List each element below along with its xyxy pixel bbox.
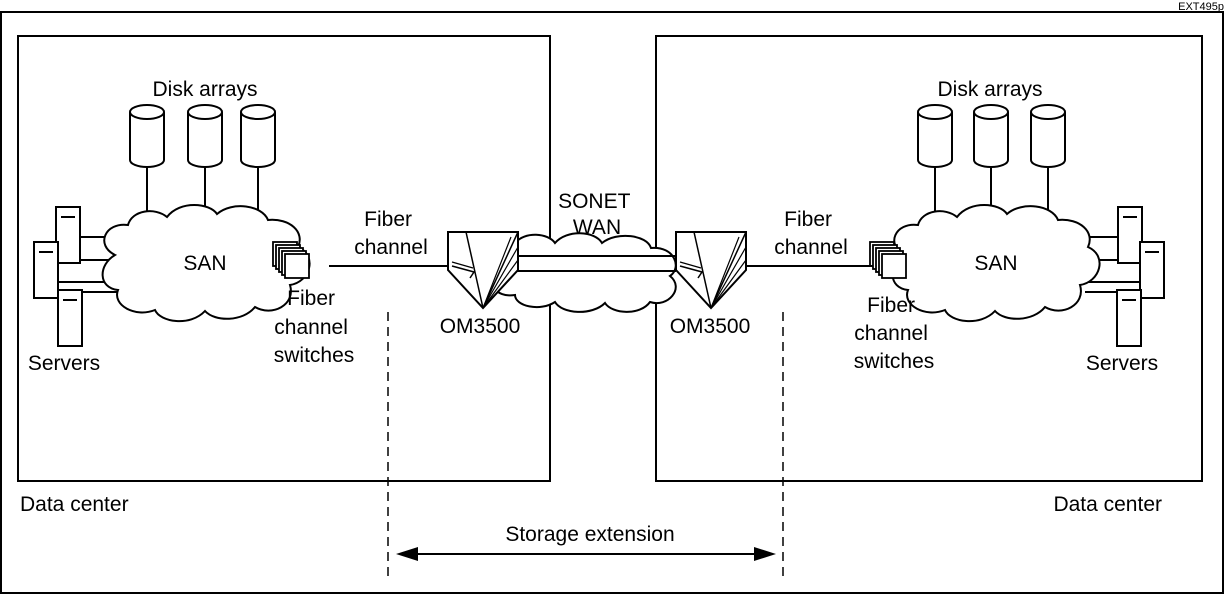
right-disk-array-icon-3 [1030, 104, 1066, 168]
right-om3500-icon [675, 231, 747, 309]
wan-cloud [487, 232, 677, 313]
left-disk-array-icon-1 [129, 104, 165, 168]
extension-arrow-left-head [396, 547, 418, 561]
left-disk-array-icon-2 [187, 104, 223, 168]
right-server-icon-2 [1139, 241, 1165, 299]
wan-label: SONET WAN [558, 190, 636, 239]
sonet-wan: SONET WAN [487, 190, 677, 313]
right-san-cloud [891, 204, 1101, 323]
right-san-label: SAN [974, 252, 1017, 275]
outer-frame [0, 11, 1224, 594]
right-om3500-label: OM3500 [670, 315, 751, 338]
left-san-label: SAN [183, 252, 226, 275]
right-disk-arrays-label: Disk arrays [937, 78, 1042, 101]
right-servers-label: Servers [1086, 352, 1158, 375]
right-server-icon-1 [1117, 206, 1143, 264]
left-server-icon-2 [33, 241, 59, 299]
right-fiber-switch-icon [869, 241, 907, 279]
storage-extension: Storage extension [387, 312, 784, 580]
right-san: SAN Disk arrays Servers Fiber channel sw… [746, 78, 1165, 516]
storage-extension-label: Storage extension [505, 523, 674, 546]
left-servers-label: Servers [28, 352, 100, 375]
right-disk-array-icon-2 [973, 104, 1009, 168]
extension-arrow-right-head [754, 547, 776, 561]
right-server-icon-3 [1116, 289, 1142, 347]
left-disk-array-icon-3 [240, 104, 276, 168]
left-disk-arrays-label: Disk arrays [152, 78, 257, 101]
left-server-icon-1 [55, 206, 81, 264]
left-san: SAN Disk arrays Servers Fiber channel sw… [20, 78, 447, 516]
left-switches-label: Fiber channel switches [274, 287, 355, 367]
right-disk-array-icon-1 [917, 104, 953, 168]
left-fiber-channel-label: Fiber channel [354, 208, 428, 259]
left-om3500-icon [447, 231, 519, 309]
left-fiber-switch-icon [272, 241, 310, 279]
right-switches-label: Fiber channel switches [854, 294, 935, 373]
right-fiber-channel-label: Fiber channel [774, 208, 848, 259]
left-data-center-label: Data center [20, 493, 129, 516]
left-server-icon-3 [57, 289, 83, 347]
right-data-center-label: Data center [1053, 493, 1162, 516]
figure-id: EXT495p [1178, 1, 1224, 13]
left-om3500-label: OM3500 [440, 315, 521, 338]
